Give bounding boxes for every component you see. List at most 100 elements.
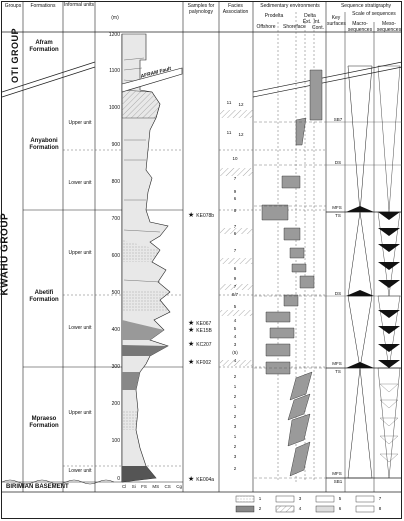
facies-num: (5) [232, 350, 238, 355]
header-sed-env: Sedimentary environments [260, 3, 320, 9]
grain-size-labels: Cl Si FS MS CS Cg [122, 484, 182, 489]
header-cont: Cont. [312, 25, 324, 31]
facies-num: 6 [233, 231, 237, 236]
grain-cs: CS [164, 484, 171, 489]
header-groups: Groups [4, 3, 22, 9]
header-depth-unit: (m) [111, 15, 119, 21]
header-formations: Formations [30, 3, 56, 9]
grain-ms: MS [152, 484, 160, 489]
afram-fault [121, 67, 183, 93]
header-offshore: Offshore [256, 24, 276, 30]
depth-tick: 900 [111, 142, 120, 148]
unit-mpraeso-lower: Lower unit [68, 468, 92, 474]
legend-swatches [235, 495, 375, 513]
key-surface-ts: TS [335, 213, 341, 218]
birimian-basement-label: BIRIMIAN BASEMENT [6, 484, 69, 490]
facies-num: 4 [233, 358, 237, 363]
unit-abetifi-lower: Lower unit [68, 325, 92, 331]
sed-env-curve [261, 69, 323, 477]
star-icon: ★ [188, 341, 195, 348]
depth-tick: 400 [111, 327, 120, 333]
facies-num: 10 [232, 156, 238, 161]
key-surface-mfs-3: MFS [332, 471, 342, 476]
depth-tick: 0 [117, 476, 120, 482]
lithologic-log [121, 33, 171, 483]
facies-num: 3 [233, 454, 237, 459]
facies-num: 11 [226, 130, 232, 135]
key-surface-ts-2: TS [335, 369, 341, 374]
facies-num: 3 [233, 424, 237, 429]
facies-num: 1 [233, 404, 237, 409]
sample-ke067: ★KE067 [188, 320, 212, 327]
facies-num: 8 [233, 208, 237, 213]
facies-num: 2 [233, 394, 237, 399]
facies-num: 4 [233, 318, 237, 323]
star-icon: ★ [188, 359, 195, 366]
facies-num: 12 [238, 132, 244, 137]
grain-fs: FS [141, 484, 147, 489]
header-meso: Meso-sequences [376, 21, 402, 33]
grain-cg: Cg [176, 484, 182, 489]
depth-tick: 1200 [108, 32, 120, 38]
unit-abetifi-upper: Upper unit [68, 250, 92, 256]
header-shoreface: Shoreface [283, 24, 306, 30]
facies-num: 7 [233, 176, 237, 181]
kwahu-group-label: KWAHU GROUP [0, 212, 11, 296]
legend-3: 3 [298, 496, 302, 501]
formation-afram: Afram Formation [29, 40, 59, 53]
header-informal-units: Informal units [64, 2, 95, 8]
grain-si: Si [131, 484, 136, 489]
facies-num: 12 [238, 102, 244, 107]
header-prodelta: Prodelta [264, 13, 284, 19]
facies-num: 1 [233, 434, 237, 439]
facies-num: 2 [233, 414, 237, 419]
facies-num: 5 [233, 304, 237, 309]
facies-num: 7 [233, 284, 237, 289]
facies-num: 6 [233, 196, 237, 201]
depth-tick: 100 [111, 438, 120, 444]
header-macro: Macro-sequences [347, 21, 373, 33]
header-scale-of-sequences: Scale of sequences [352, 11, 396, 17]
depth-tick: 1000 [108, 105, 120, 111]
facies-num: 5 [233, 326, 237, 331]
sample-kc207: ★KC207 [188, 341, 212, 348]
depth-tick: 1100 [109, 68, 120, 74]
header-ext: Ext. [302, 19, 312, 25]
legend-2: 2 [258, 506, 262, 511]
formation-anyaboni: Anyaboni Formation [29, 138, 59, 151]
key-surface-sb1: SB1 [333, 479, 343, 484]
facies-num: 4 [233, 334, 237, 339]
legend-4: 4 [298, 506, 302, 511]
facies-num: 9 [233, 189, 237, 194]
header-key-surfaces: Key surfaces [327, 15, 346, 27]
star-icon: ★ [188, 212, 195, 219]
unit-anyaboni-lower: Lower unit [68, 180, 92, 186]
header-int: Int. [313, 19, 321, 25]
facies-num: 9 [233, 276, 237, 281]
legend-7: 7 [378, 496, 382, 501]
depth-tick: 700 [111, 216, 120, 222]
facies-num: 7 [233, 224, 237, 229]
star-icon: ★ [188, 327, 195, 334]
sample-kf002: ★KF002 [188, 359, 212, 366]
header-samples: Samples for palynology [187, 3, 215, 15]
header-delta: Delta [304, 13, 316, 19]
formation-abetifi: Abetifi Formation [29, 290, 59, 303]
depth-tick: 600 [111, 253, 120, 259]
depth-tick: 500 [111, 290, 120, 296]
key-surface-mfs-2: MFS [332, 361, 342, 366]
sample-ke078b: ★KE078b [188, 212, 215, 219]
facies-num: 2 [233, 466, 237, 471]
facies-num: 1 [233, 384, 237, 389]
legend-1: 1 [258, 496, 262, 501]
key-surface-ds-2: DS [334, 291, 342, 296]
meso-sequences [377, 65, 401, 479]
sample-ke004a: ★KE004a [188, 476, 215, 483]
facies-num: 8/7 [231, 292, 239, 297]
sample-ke15b: ★KE15B [188, 327, 212, 334]
star-icon: ★ [188, 476, 195, 483]
facies-num: 11 [226, 100, 232, 105]
header-seq-strat: Sequence stratigraphy [340, 3, 392, 9]
grain-cl: Cl [122, 484, 127, 489]
